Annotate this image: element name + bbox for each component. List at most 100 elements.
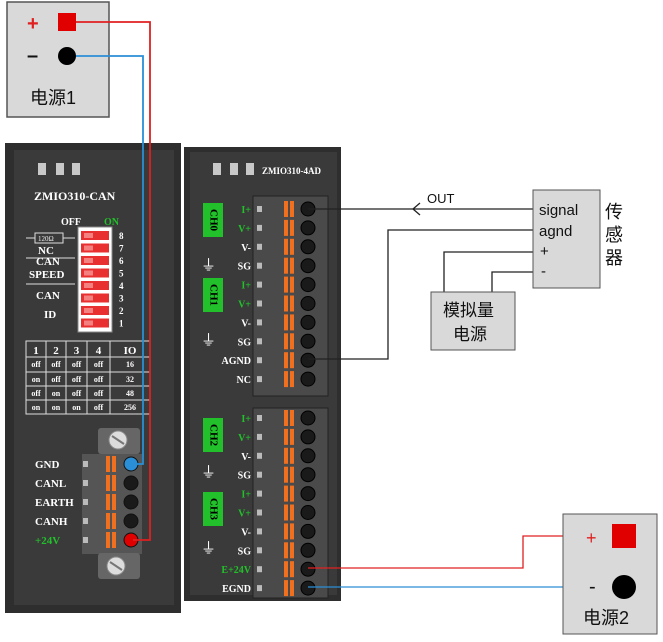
terminal-led [257, 509, 262, 516]
terminal-lever[interactable] [290, 580, 294, 597]
terminal-lever[interactable] [290, 295, 294, 312]
terminal-port[interactable] [300, 352, 316, 368]
terminal-port[interactable] [300, 410, 316, 426]
terminal-port[interactable] [300, 505, 316, 520]
terminal-lever[interactable] [112, 532, 116, 548]
ad-terminal-label: SG [238, 471, 252, 482]
terminal-lever[interactable] [284, 314, 288, 331]
terminal-lever[interactable] [290, 542, 294, 559]
terminal-lever[interactable] [106, 513, 110, 529]
dip-switch-7[interactable] [81, 243, 109, 253]
terminal-lever[interactable] [112, 475, 116, 491]
terminal-port[interactable] [300, 314, 316, 330]
terminal-lever[interactable] [284, 295, 288, 312]
terminal-port[interactable] [300, 561, 316, 577]
terminal-lever[interactable] [290, 276, 294, 293]
terminal-lever[interactable] [106, 475, 110, 491]
terminal-port[interactable] [300, 542, 316, 558]
terminal-port[interactable] [300, 258, 316, 274]
terminal-port[interactable] [300, 371, 316, 387]
terminal-led [257, 433, 262, 440]
terminal-led [257, 300, 262, 307]
terminal-lever[interactable] [290, 504, 294, 521]
table-cell: 48 [126, 389, 134, 398]
dip-switch-3[interactable] [81, 293, 109, 303]
terminal-port[interactable] [300, 239, 316, 255]
dip-switch-5[interactable] [81, 268, 109, 278]
terminal-lever[interactable] [284, 580, 288, 597]
terminal-lever[interactable] [284, 523, 288, 540]
table-cell: 32 [126, 375, 134, 384]
terminal-lever[interactable] [112, 494, 116, 510]
terminal-port[interactable] [300, 296, 316, 311]
dip-switch-1[interactable] [81, 318, 109, 328]
terminal-lever[interactable] [284, 201, 288, 217]
terminal-port[interactable] [300, 467, 316, 483]
terminal-lever[interactable] [290, 333, 294, 350]
terminal-lever[interactable] [290, 257, 294, 274]
terminal-lever[interactable] [290, 428, 294, 445]
can-terminal-label: +24V [35, 535, 60, 547]
terminal-lever[interactable] [290, 314, 294, 331]
terminal-lever[interactable] [284, 352, 288, 369]
terminal-lever[interactable] [290, 238, 294, 255]
power1-plus-terminal [58, 13, 76, 31]
terminal-port[interactable] [300, 277, 316, 293]
terminal-lever[interactable] [284, 219, 288, 236]
terminal-lever[interactable] [284, 238, 288, 255]
terminal-port[interactable] [300, 486, 316, 502]
terminal-lever[interactable] [284, 485, 288, 502]
terminal-lever[interactable] [284, 371, 288, 388]
dip-switch-4[interactable] [81, 281, 109, 290]
terminal-port[interactable] [123, 475, 139, 491]
terminal-lever[interactable] [284, 504, 288, 521]
terminal-lever[interactable] [284, 333, 288, 350]
terminal-port[interactable] [300, 448, 316, 464]
table-header: 3 [74, 345, 80, 357]
terminal-lever[interactable] [290, 219, 294, 236]
terminal-lever[interactable] [290, 485, 294, 502]
dip-switch-2[interactable] [81, 306, 109, 315]
terminal-lever[interactable] [290, 371, 294, 388]
ad-terminal-label: SG [238, 262, 252, 273]
dip-switch-6[interactable] [81, 256, 109, 265]
table-header: 1 [33, 345, 39, 357]
terminal-lever[interactable] [290, 447, 294, 464]
terminal-lever[interactable] [284, 428, 288, 445]
dip-knob [84, 258, 93, 263]
ad-terminal-label: NC [237, 375, 251, 386]
terminal-lever[interactable] [284, 447, 288, 464]
terminal-lever[interactable] [284, 542, 288, 559]
terminal-lever[interactable] [284, 466, 288, 483]
terminal-lever[interactable] [290, 410, 294, 426]
terminal-port[interactable] [300, 333, 316, 349]
terminal-lever[interactable] [290, 466, 294, 483]
terminal-lever[interactable] [290, 523, 294, 540]
power2-label: 电源2 [583, 608, 629, 628]
terminal-port[interactable] [300, 429, 316, 445]
terminal-lever[interactable] [284, 410, 288, 426]
terminal-lever[interactable] [106, 456, 110, 472]
terminal-lever[interactable] [112, 456, 116, 472]
terminal-port[interactable] [123, 513, 139, 529]
terminal-lever[interactable] [112, 513, 116, 529]
terminal-lever[interactable] [290, 201, 294, 217]
terminal-lever[interactable] [106, 532, 110, 548]
terminal-port[interactable] [300, 220, 316, 236]
table-cell: off [51, 375, 61, 384]
can-off-label: OFF [61, 217, 81, 228]
terminal-lever[interactable] [284, 257, 288, 274]
terminal-port[interactable] [300, 523, 316, 539]
terminal-port[interactable] [123, 494, 139, 510]
terminal-led [257, 319, 262, 326]
terminal-lever[interactable] [290, 352, 294, 369]
terminal-lever[interactable] [106, 494, 110, 510]
terminal-lever[interactable] [284, 561, 288, 578]
terminal-port[interactable] [300, 580, 316, 596]
sensor-signal-label: signal [539, 202, 578, 219]
table-cell: on [72, 403, 81, 412]
terminal-lever[interactable] [284, 276, 288, 293]
dip-switch-8[interactable] [81, 231, 109, 240]
terminal-lever[interactable] [290, 561, 294, 578]
